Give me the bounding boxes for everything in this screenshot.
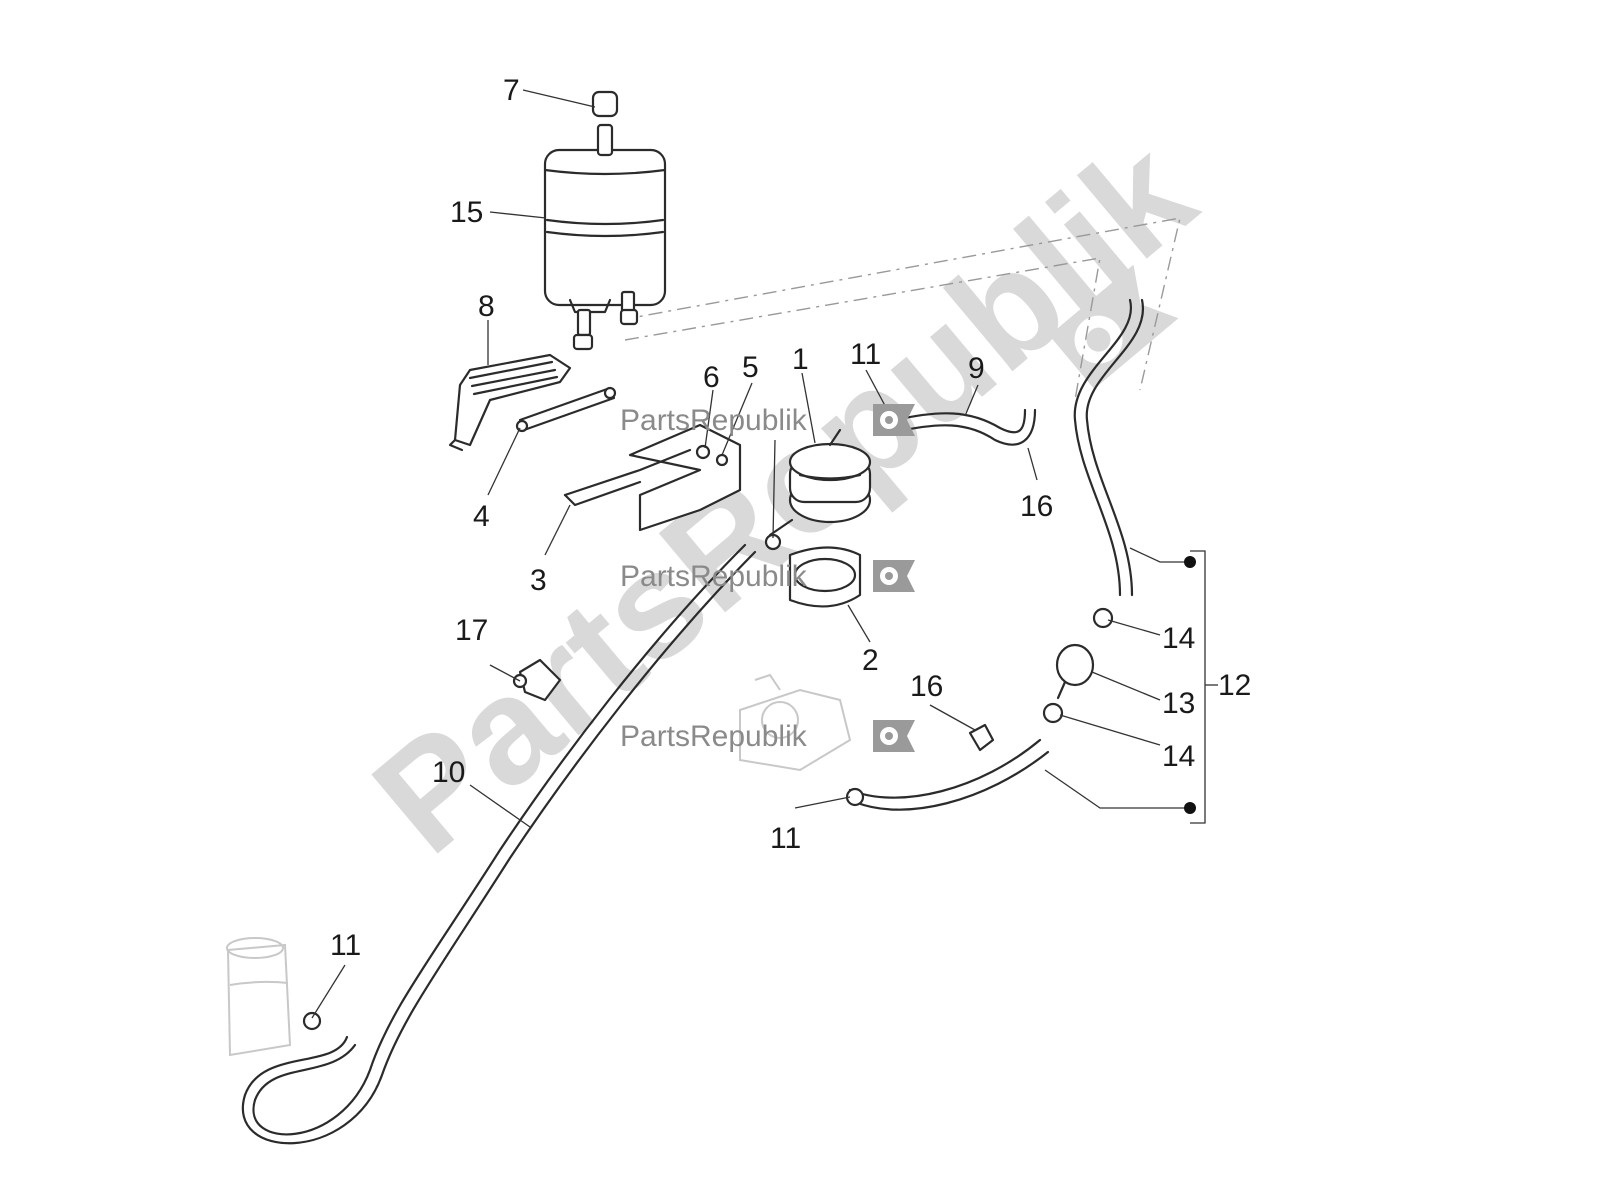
hose-9: [893, 408, 1037, 446]
callout-5: 5: [742, 351, 759, 384]
callout-7: 7: [503, 74, 520, 107]
canister-cap: [591, 90, 619, 118]
callout-2: 2: [862, 644, 879, 677]
callout-11: 11: [770, 822, 801, 855]
watermark-small-2: PartsRepublik: [620, 560, 915, 593]
watermark-small-1: PartsRepublik: [620, 404, 915, 437]
throttle-body-outline: [739, 673, 852, 772]
hose-12-upper: [1073, 298, 1145, 597]
gear-watermark-icon: [1049, 264, 1179, 389]
callout-6: 6: [703, 361, 720, 394]
callout-1: 1: [792, 343, 809, 376]
rubber-strap: [448, 353, 572, 452]
callout-16: 16: [910, 670, 943, 703]
grommet: [968, 723, 995, 752]
callout-8: 8: [478, 290, 495, 323]
watermark-small-text: PartsRepublik: [620, 560, 808, 593]
vent-valve: [768, 428, 872, 537]
group-bracket-12: [1044, 547, 1218, 824]
callout-17: 17: [455, 614, 488, 647]
valve-clamp: [788, 546, 862, 608]
callout-13: 13: [1162, 687, 1195, 720]
inline-filter: [1055, 643, 1095, 700]
callout-10: 10: [432, 756, 465, 789]
callout-14: 14: [1162, 622, 1195, 655]
callout-14: 14: [1162, 740, 1195, 773]
gear-flag-icon: [873, 720, 915, 752]
callout-12: 12: [1218, 669, 1251, 702]
callout-9: 9: [968, 352, 985, 385]
bracket-strip: [515, 386, 617, 433]
mounting-bracket: [563, 423, 742, 532]
callout-11: 11: [330, 929, 361, 962]
watermark-small-text: PartsRepublik: [620, 404, 808, 437]
callout-11: 11: [850, 338, 881, 371]
group-bullet: [1184, 802, 1196, 814]
hose-12-lower: [848, 738, 1050, 811]
watermark-small-3: PartsRepublik: [620, 720, 915, 753]
connector-17: [512, 658, 562, 702]
callout-4: 4: [473, 500, 490, 533]
air-intake-outline: [226, 937, 292, 1057]
gear-flag-icon: [873, 404, 915, 436]
hose-10: [241, 543, 757, 1145]
charcoal-canister: [543, 123, 667, 351]
leader-lines: [311, 89, 1161, 1019]
watermark-small-text: PartsRepublik: [620, 720, 808, 753]
group-bullet: [1184, 556, 1196, 568]
callout-15: 15: [450, 196, 483, 229]
callout-16: 16: [1020, 490, 1053, 523]
gear-flag-icon: [873, 560, 915, 592]
callout-labels: 7 15 8 6 5 1 11 9 4 3 16 2 17 12 14 13 1…: [330, 74, 1251, 962]
callout-3: 3: [530, 564, 547, 597]
